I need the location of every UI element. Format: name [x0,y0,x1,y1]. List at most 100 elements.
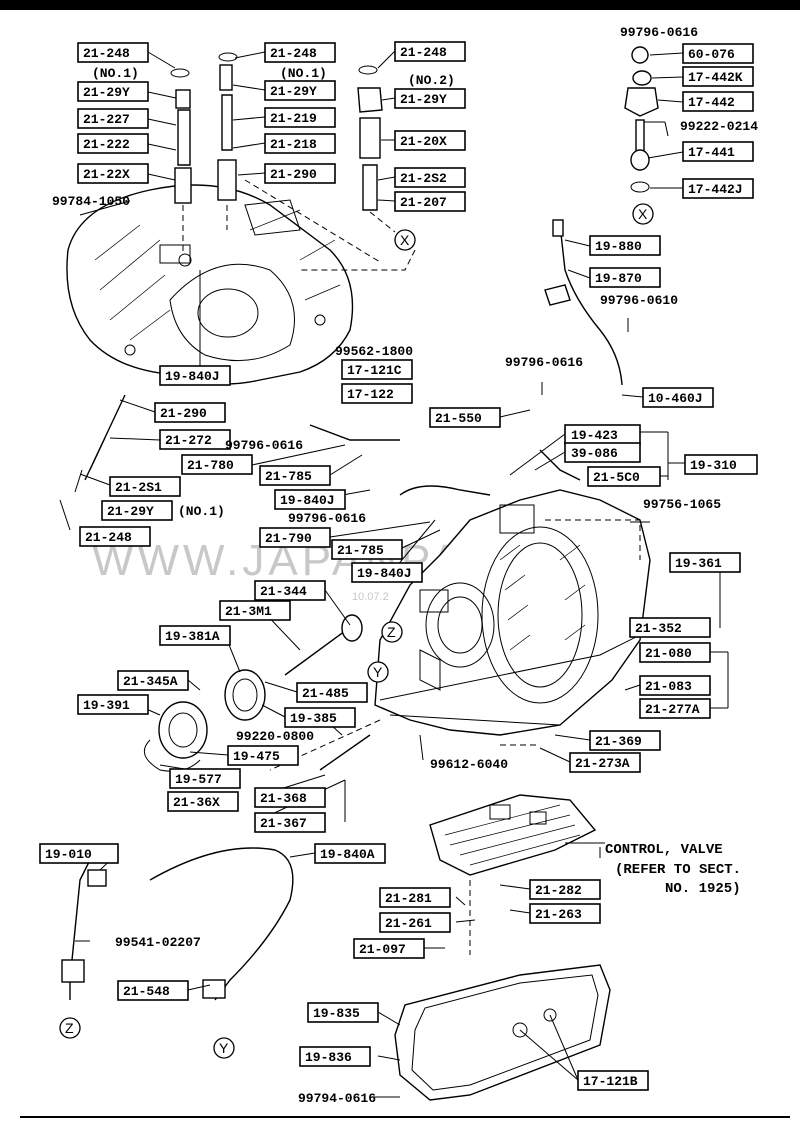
part-number: 19-840J [357,566,412,581]
bolt-number: 99796-0616 [505,355,583,370]
part-number: 19-310 [690,458,737,473]
part-number: 21-780 [187,458,234,473]
top-border [0,0,800,10]
bolt-number: 99784-1050 [52,194,130,209]
part-number: 19-840J [280,493,335,508]
notes: (NO.1) (NO.1) (NO.2) (NO.1) CONTROL, VAL… [92,66,741,897]
ref-marker-y [367,661,389,683]
part-number: 21-219 [270,111,317,126]
dipstick-tube [544,219,623,386]
part-number: 19-391 [83,698,130,713]
ref-marker-z [381,621,403,643]
part-number: 21-227 [83,112,130,127]
ref-marker-y-label: Y [219,1040,229,1056]
part-number: 21-277A [645,702,700,717]
part-number: 21-548 [123,984,170,999]
part-number: 21-261 [385,916,432,931]
part-number: 17-442K [688,70,743,85]
pipes [309,424,581,496]
ref-marker-z-label: Z [387,624,396,640]
part-number: 21-22X [83,167,130,182]
part-number: 21-2S2 [400,171,447,186]
part-number: 21-290 [160,406,207,421]
part-number: 21-20X [400,134,447,149]
part-number: 17-121C [347,363,402,378]
ref-marker-x [394,229,416,251]
bolt-number: 99794-0616 [298,1091,376,1106]
part-number: 21-207 [400,195,447,210]
speedometer-driven-gear [624,46,665,193]
bolt-number: 99612-6040 [430,757,508,772]
part-number: 21-272 [165,433,212,448]
ref-marker-z-label: Z [65,1020,74,1036]
control-valve-note-ref: (REFER TO SECT. [615,862,741,878]
part-label-boxes [39,41,758,1091]
transaxle-case [374,489,651,736]
part-number: 21-248 [83,46,130,61]
part-number: 21-218 [270,137,317,152]
ref-marker-y-label: Y [373,664,383,680]
ref-marker-z [59,1017,81,1039]
part-number: 21-785 [337,543,384,558]
control-valve-body [429,794,597,876]
part-number: 21-485 [302,686,349,701]
position-note: (NO.1) [92,66,139,81]
part-number: 19-361 [675,556,722,571]
bolt-number: 99562-1800 [335,344,413,359]
part-number: 19-880 [595,239,642,254]
part-number: 21-290 [270,167,317,182]
part-number: 21-248 [85,530,132,545]
part-number: 21-550 [435,411,482,426]
part-number: 19-577 [175,772,222,787]
kickdown-cable [149,847,294,1001]
part-number: 17-441 [688,145,735,160]
part-number: 21-2S1 [115,480,162,495]
part-number: 10-460J [648,391,703,406]
part-number: 39-086 [571,446,618,461]
part-number: 21-5C0 [593,470,640,485]
oil-pan [394,964,611,1101]
part-number: 21-352 [635,621,682,636]
accumulator-pistons [74,52,383,493]
part-number: 21-080 [645,646,692,661]
part-number: 19-840A [320,847,375,862]
part-number: 21-29Y [83,85,130,100]
part-number: 19-423 [571,428,618,443]
part-number: 21-785 [265,469,312,484]
part-number: 19-836 [305,1050,352,1065]
part-number: 21-248 [400,45,447,60]
bolt-number: 99796-0616 [288,511,366,526]
part-number: 21-368 [260,791,307,806]
bolt-number: 99796-0616 [620,25,698,40]
part-number: 21-790 [265,531,312,546]
part-number: 21-29Y [107,504,154,519]
part-number: 17-442 [688,95,735,110]
part-number: 17-442J [688,182,743,197]
bolt-number: 99220-0800 [236,729,314,744]
control-valve-note: CONTROL, VALVE [605,842,723,858]
part-number: 21-3M1 [225,604,272,619]
bolt-number: 99796-0610 [600,293,678,308]
part-number: 21-29Y [270,84,317,99]
part-number: 21-248 [270,46,317,61]
part-number: 21-273A [575,756,630,771]
part-number: 19-840J [165,369,220,384]
position-note: (NO.1) [280,66,327,81]
converter-housing [66,184,354,385]
part-number: 21-345A [123,674,178,689]
part-number: 21-36X [173,795,220,810]
part-number: 21-367 [260,816,307,831]
bolt-number: 99541-02207 [115,935,201,950]
position-note: (NO.2) [408,73,455,88]
part-numbers: 21-248 21-248 21-248 21-29Y 21-29Y 21-29… [45,45,743,1089]
part-number: 21-369 [595,734,642,749]
dashed-assembly-lines [182,179,641,955]
part-number: 21-282 [535,883,582,898]
bolt-number: 99796-0616 [225,438,303,453]
part-number: 17-122 [347,387,394,402]
part-number: 19-835 [313,1006,360,1021]
ref-marker-x [632,203,654,225]
part-number: 21-29Y [400,92,447,107]
ref-marker-y [213,1037,235,1059]
